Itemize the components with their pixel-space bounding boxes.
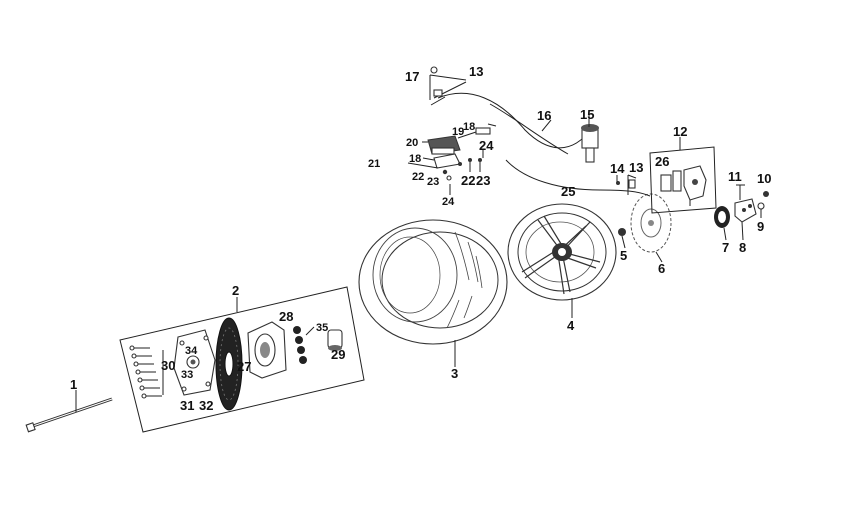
callout-25: 25 [561, 184, 575, 199]
spacer-part [618, 228, 626, 249]
callout-19: 19 [452, 126, 464, 138]
callout-3: 3 [451, 366, 458, 381]
small-bolt-part [757, 202, 765, 218]
brake-disc-part [630, 193, 672, 263]
clamp-part [407, 150, 484, 195]
callout-18-lower: 18 [409, 153, 421, 165]
callout-17: 17 [405, 69, 419, 84]
caliper-bracket-part [734, 184, 757, 241]
hub-group-box [119, 286, 365, 433]
callout-14: 14 [610, 161, 625, 176]
callout-5: 5 [620, 248, 627, 263]
callout-26: 26 [655, 154, 669, 169]
callout-21: 21 [368, 158, 380, 170]
nut-part [763, 191, 769, 197]
callout-28: 28 [279, 309, 293, 324]
callout-9: 9 [757, 219, 764, 234]
bolt-set [129, 345, 164, 399]
callout-2: 2 [232, 283, 239, 298]
master-cylinder-part [581, 114, 599, 163]
brake-hose [437, 92, 651, 197]
callout-22-left: 22 [412, 171, 424, 183]
callout-23-left: 23 [427, 176, 439, 188]
callout-4: 4 [567, 318, 575, 333]
wheel-rim-part [507, 203, 617, 318]
callout-32: 32 [199, 398, 213, 413]
callout-16: 16 [537, 108, 551, 123]
callout-18-upper: 18 [463, 121, 475, 133]
callout-13-upper: 13 [469, 64, 483, 79]
bracket-13-upper [429, 66, 467, 106]
sprocket-carrier [247, 321, 287, 379]
callout-24-upper: 24 [479, 138, 494, 153]
callout-24-lower: 24 [442, 196, 455, 208]
callout-31: 31 [180, 398, 194, 413]
callout-13-lower: 13 [629, 160, 643, 175]
callout-6: 6 [658, 261, 665, 276]
callout-1: 1 [70, 377, 77, 392]
bushing-part [327, 329, 343, 351]
callout-8: 8 [739, 240, 746, 255]
caliper-group [649, 137, 717, 214]
callout-12: 12 [673, 124, 687, 139]
callout-27: 27 [237, 359, 251, 374]
tire-part [358, 219, 508, 367]
callout-35: 35 [316, 322, 328, 334]
callout-23-right: 23 [476, 173, 490, 188]
gasket-plate [173, 329, 216, 396]
callout-15: 15 [580, 107, 594, 122]
callout-22-right: 22 [461, 173, 475, 188]
sensor-ring-part [714, 206, 730, 241]
callout-7: 7 [722, 240, 729, 255]
axle-part [25, 390, 113, 433]
callout-10: 10 [757, 171, 771, 186]
sensor-unit-part [422, 123, 497, 155]
callout-20: 20 [406, 137, 418, 149]
damper-set [293, 326, 315, 364]
callout-30: 30 [161, 358, 175, 373]
callout-29: 29 [331, 347, 345, 362]
callout-33: 33 [181, 369, 193, 381]
callout-labels: 1 2 3 4 5 6 7 8 9 10 11 12 13 13 14 15 1… [70, 64, 771, 413]
sprocket-part [215, 317, 243, 411]
clip-13-lower [616, 174, 637, 195]
callout-34: 34 [185, 345, 198, 357]
callout-11: 11 [728, 169, 742, 184]
